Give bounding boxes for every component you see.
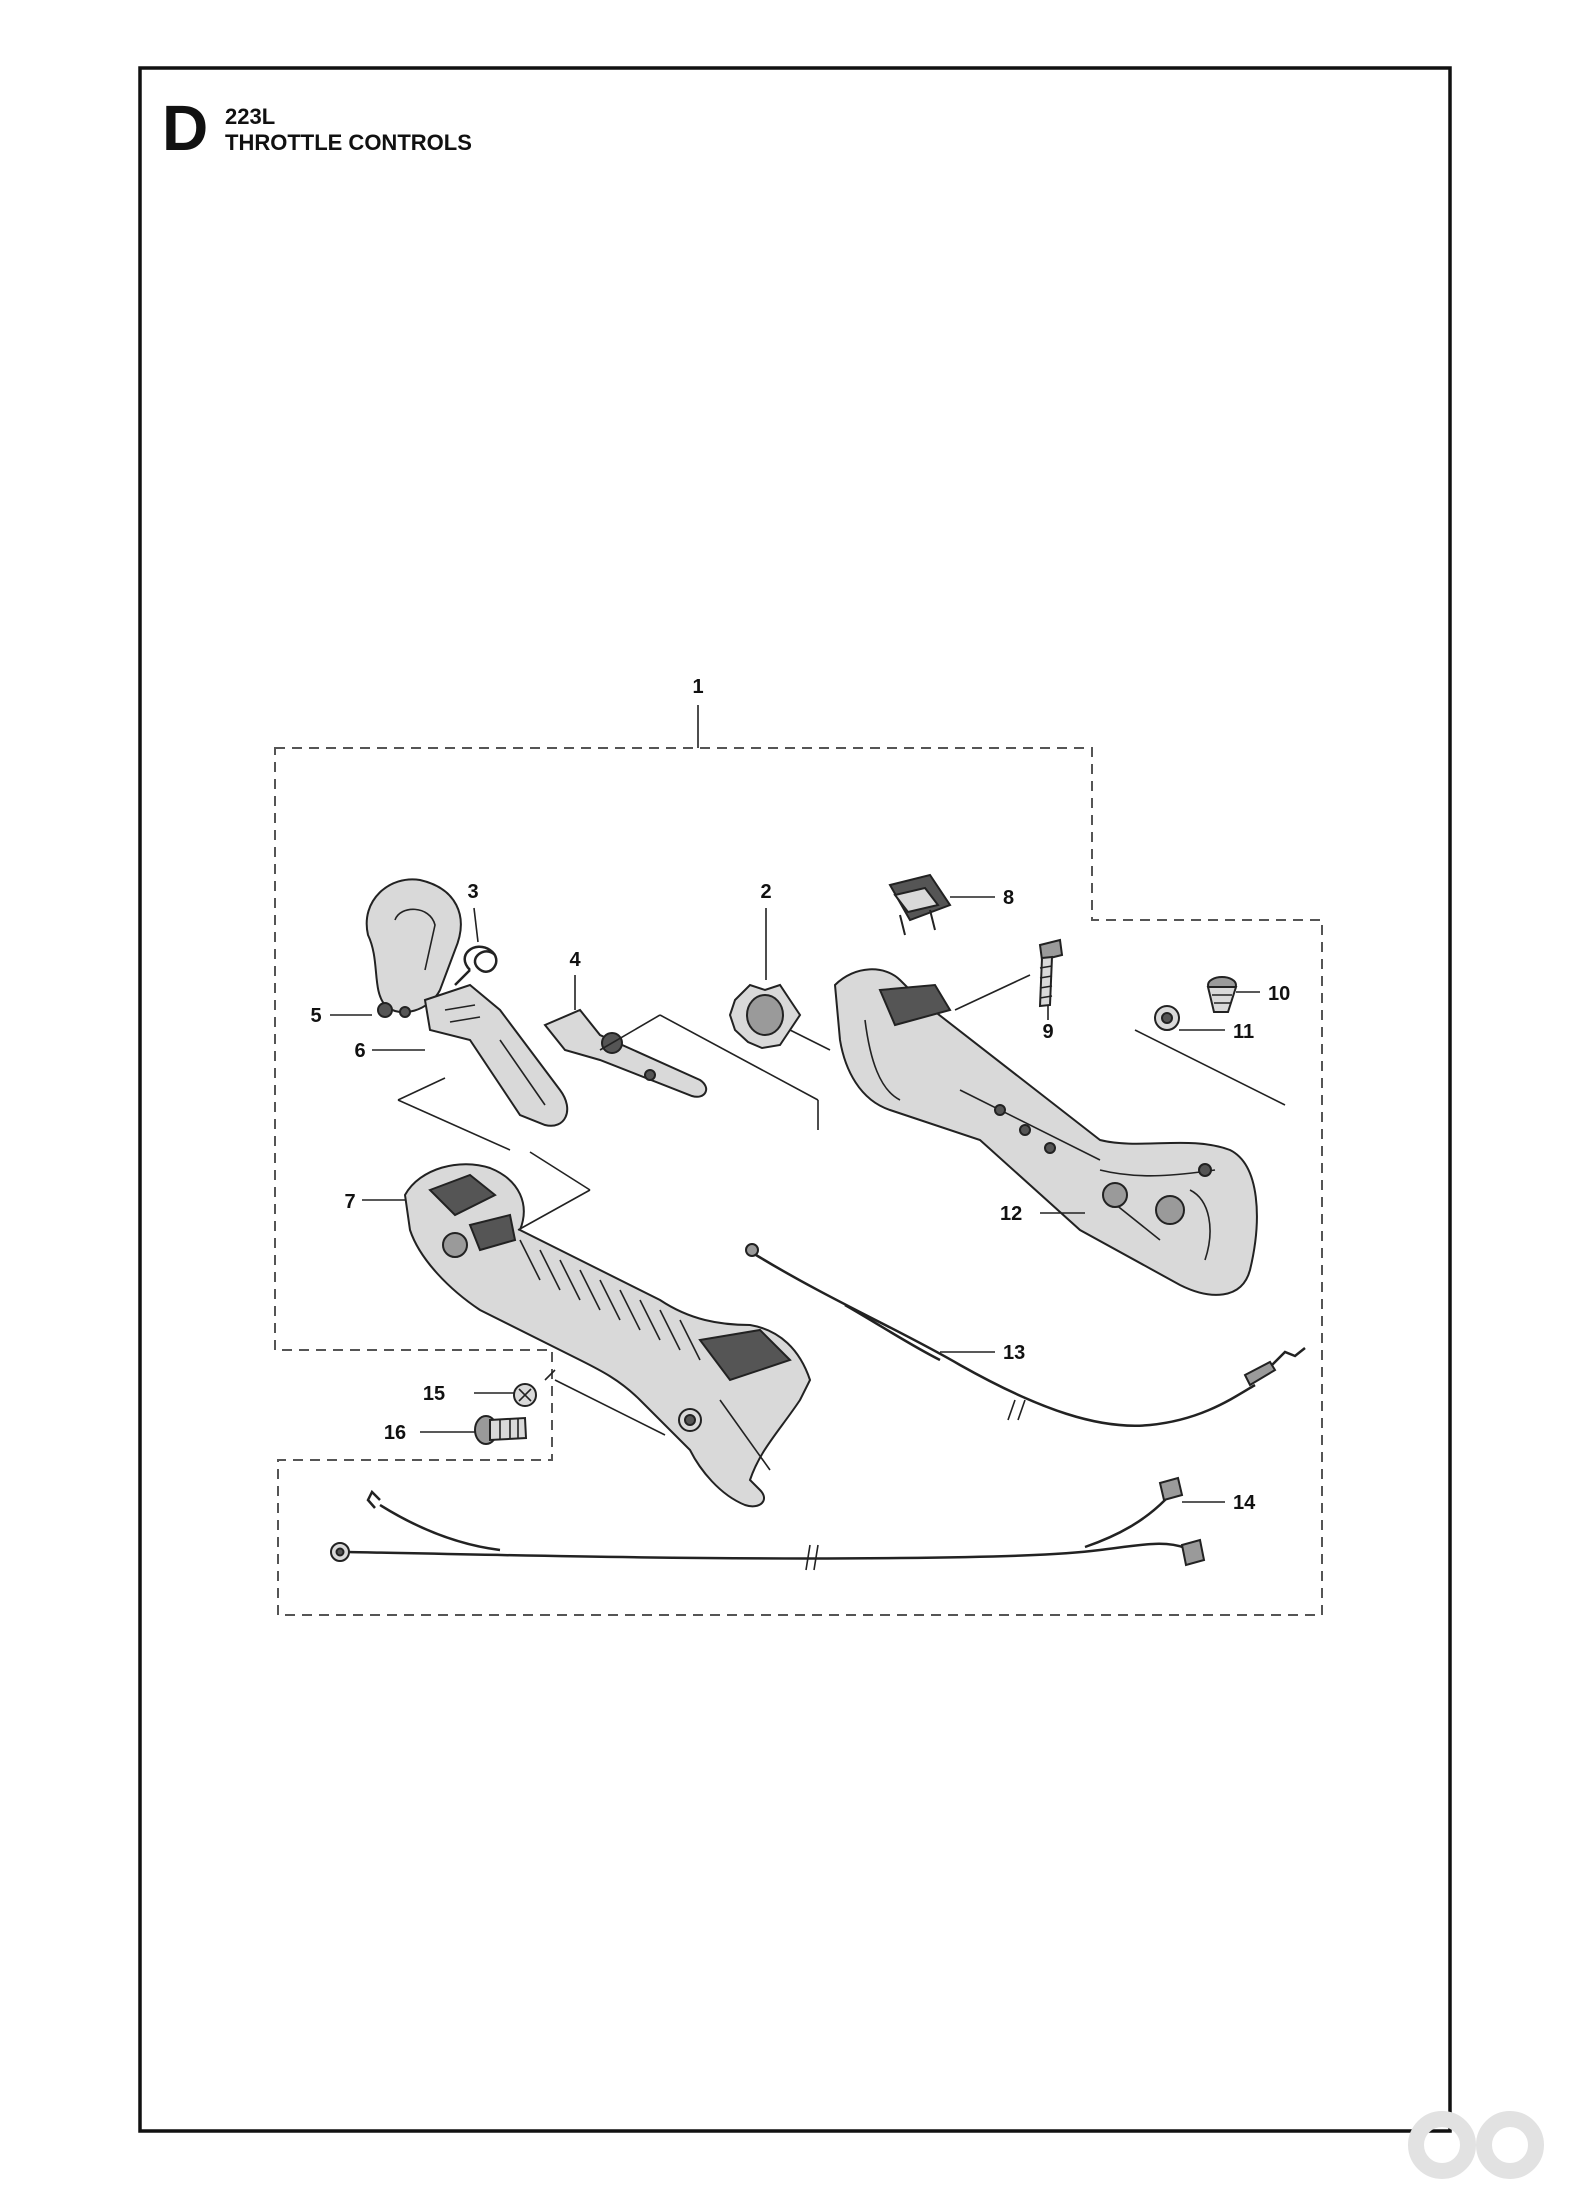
part-screw-10 xyxy=(1206,976,1238,1013)
part-spring xyxy=(454,945,498,986)
callout-10: 10 xyxy=(1268,983,1290,1005)
watermark-logo xyxy=(1408,2111,1544,2179)
part-throttle-trigger xyxy=(423,983,569,1127)
callout-9: 9 xyxy=(1042,1021,1053,1043)
leader-3 xyxy=(473,907,479,943)
callout-5: 5 xyxy=(310,1005,321,1027)
assembly-boundary-main xyxy=(274,747,1323,1616)
page-frame xyxy=(138,66,1452,2133)
leader-4-group-b xyxy=(659,1014,819,1101)
leader-2-b xyxy=(789,1029,831,1051)
callout-8: 8 xyxy=(1003,887,1014,909)
part-stop-switch xyxy=(888,873,952,936)
leader-6-group xyxy=(397,1077,446,1101)
leader-15-group-b xyxy=(554,1379,666,1436)
callout-12: 12 xyxy=(1000,1203,1022,1225)
callout-14: 14 xyxy=(1233,1492,1256,1514)
section-title: THROTTLE CONTROLS xyxy=(225,130,472,155)
model-number: 223L xyxy=(225,104,275,129)
leader-7-b xyxy=(517,1189,591,1231)
part-screw-9 xyxy=(1038,938,1064,1008)
callout-15: 15 xyxy=(423,1383,445,1405)
leader-15-group xyxy=(544,1369,556,1381)
callout-3: 3 xyxy=(467,881,478,903)
part-screw-16 xyxy=(474,1415,528,1445)
leader-7-c xyxy=(529,1151,591,1191)
leader-4-group xyxy=(599,1014,661,1051)
callout-7: 7 xyxy=(344,1191,355,1213)
part-star-ring xyxy=(728,983,802,1050)
part-handle-housing-left xyxy=(403,1163,812,1508)
part-throttle-cable xyxy=(745,1243,1306,1427)
leader-6-group-b xyxy=(397,1099,511,1151)
callout-16: 16 xyxy=(384,1422,406,1444)
part-washer-15 xyxy=(513,1383,537,1407)
callout-4: 4 xyxy=(569,949,581,971)
callout-13: 13 xyxy=(1003,1342,1025,1364)
part-handle-housing-right xyxy=(833,968,1258,1296)
callout-11: 11 xyxy=(1233,1021,1254,1043)
leader-9-b xyxy=(954,974,1031,1011)
part-wiring-harness xyxy=(330,1476,1206,1571)
callout-1: 1 xyxy=(692,676,703,698)
part-throttle-lever xyxy=(543,1008,708,1098)
section-letter: D xyxy=(162,92,208,164)
part-washer-11 xyxy=(1154,1005,1180,1031)
part-handle-clamp xyxy=(365,878,462,1018)
callout-6: 6 xyxy=(354,1040,365,1062)
callout-2: 2 xyxy=(760,881,771,903)
leader-11-b xyxy=(1134,1029,1286,1106)
